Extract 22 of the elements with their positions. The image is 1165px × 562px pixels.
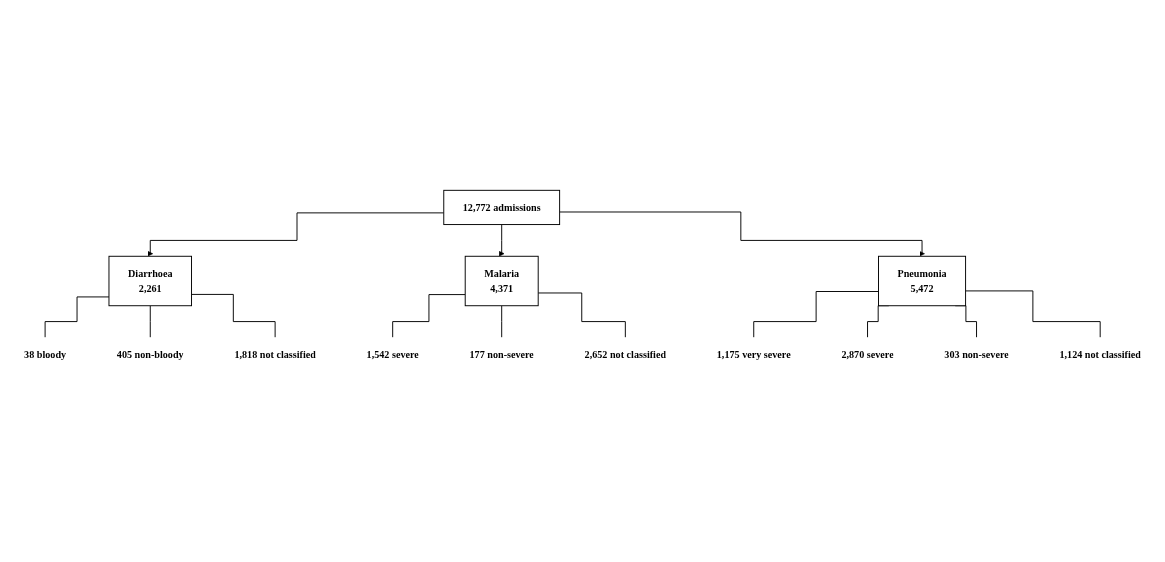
- node-box: Pneumonia 5,472: [878, 255, 967, 307]
- connector: [392, 294, 466, 338]
- node-text: 1,818 not classified: [234, 348, 316, 360]
- connector: [149, 305, 151, 338]
- node-box: Diarrhoea 2,261: [108, 255, 192, 307]
- connector: [501, 305, 503, 338]
- node-text: 177 non-severe: [469, 348, 534, 360]
- node-text: 1,542 severe: [366, 348, 419, 360]
- node-text: 1,175 very severe: [716, 348, 791, 360]
- node-text: 303 non-severe: [944, 348, 1009, 360]
- node-text: 2,870 severe: [841, 348, 894, 360]
- node-text: 405 non-bloody: [116, 348, 184, 360]
- connector: [44, 296, 110, 338]
- node-text: 2,652 not classified: [584, 348, 667, 360]
- node-text: 38 bloody: [24, 348, 67, 360]
- connector: [537, 292, 626, 338]
- node-box: Malaria 4,371: [464, 255, 539, 307]
- node-text: 1,124 not classified: [1059, 348, 1141, 360]
- connector: [191, 293, 276, 338]
- node-box: 12,772 admissions: [443, 189, 561, 226]
- connector: [753, 291, 879, 338]
- connector: [965, 290, 1101, 338]
